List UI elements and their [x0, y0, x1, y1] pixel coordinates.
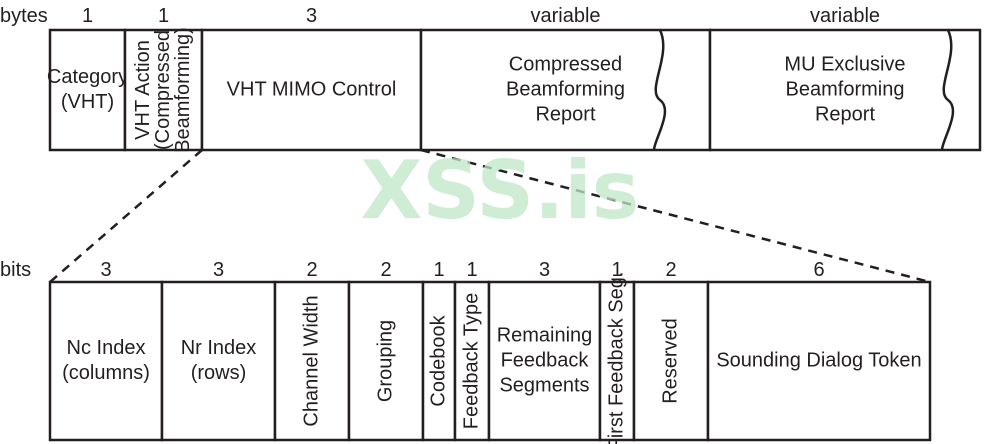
field-label-compressed-beamforming-report: Compressed — [509, 53, 622, 75]
field-box-sounding-dialog-token — [706, 280, 932, 442]
field-label-feedback-type: Feedback Type — [460, 293, 482, 429]
field-box-category-vht — [48, 28, 127, 152]
field-box-reserved — [632, 280, 710, 442]
field-label-vht-mimo-control: VHT MIMO Control — [227, 78, 397, 100]
field-box-channel-width — [273, 280, 351, 442]
field-label-mu-exclusive-beamforming-report: MU Exclusive — [784, 53, 905, 75]
field-label-nc-index-columns: Nc Index — [67, 337, 146, 359]
field-label-vht-action-compressed-beamforming: (Compressed — [152, 30, 174, 150]
field-box-grouping — [347, 280, 425, 442]
field-label-vht-action-compressed-beamforming: VHT Action — [132, 40, 154, 140]
field-size-sounding-dialog-token: 6 — [813, 259, 824, 281]
field-box-nc-index-columns — [48, 280, 164, 442]
field-label-remaining-feedback-segments: Segments — [499, 374, 589, 396]
field-label-nr-index-rows: Nr Index — [181, 337, 257, 359]
watermark: XSS.is — [361, 144, 640, 237]
field-label-codebook: Codebook — [427, 314, 449, 406]
field-box-nr-index-rows — [160, 280, 277, 442]
field-size-nc-index-columns: 3 — [100, 259, 111, 281]
mimo-control-unit-label: bits — [0, 259, 31, 281]
field-size-vht-action-compressed-beamforming: 1 — [158, 5, 169, 27]
field-label-remaining-feedback-segments: Feedback — [501, 349, 590, 371]
field-label-remaining-feedback-segments: Remaining — [497, 324, 593, 346]
field-label-mu-exclusive-beamforming-report: Report — [815, 103, 875, 125]
field-label-nr-index-rows: (rows) — [191, 362, 247, 384]
field-size-codebook: 1 — [433, 259, 444, 281]
field-size-reserved: 2 — [665, 259, 676, 281]
field-label-category-vht: Category — [47, 66, 128, 88]
field-size-nr-index-rows: 3 — [213, 259, 224, 281]
field-box-mu-exclusive-beamforming-report — [708, 28, 982, 152]
field-size-channel-width: 2 — [306, 259, 317, 281]
expansion-line-left — [49, 149, 203, 283]
field-box-feedback-type — [453, 280, 491, 442]
field-box-codebook — [421, 280, 457, 442]
variable-break-line-2 — [940, 29, 955, 151]
field-size-remaining-feedback-segments: 3 — [539, 259, 550, 281]
frame-unit-label: bytes — [0, 5, 48, 27]
field-box-remaining-feedback-segments — [487, 280, 602, 442]
field-size-grouping: 2 — [380, 259, 391, 281]
field-label-nc-index-columns: (columns) — [62, 362, 150, 384]
field-size-category-vht: 1 — [82, 5, 93, 27]
variable-break-line-1 — [652, 29, 667, 151]
mimo-control-row: bits 3 Nc Index (columns) 3 Nr Index (rows) 2Ch… — [0, 259, 932, 444]
field-label-compressed-beamforming-report: Beamforming — [506, 78, 625, 100]
expansion-line-right — [420, 148, 931, 284]
field-label-vht-action-compressed-beamforming: Beamforming) — [172, 27, 194, 153]
field-label-first-feedback-seg: First Feedback Seg. — [605, 272, 627, 444]
field-size-vht-mimo-control: 3 — [306, 5, 317, 27]
field-label-compressed-beamforming-report: Report — [535, 103, 595, 125]
field-label-category-vht: (VHT) — [61, 91, 114, 113]
field-nr-index-rows: 3 Nr Index (rows) — [160, 259, 277, 442]
field-size-mu-exclusive-beamforming-report: variable — [810, 5, 880, 27]
field-size-first-feedback-seg: 1 — [611, 259, 622, 281]
field-label-channel-width: Channel Width — [300, 295, 322, 426]
field-label-grouping: Grouping — [374, 320, 396, 402]
field-box-vht-mimo-control — [200, 28, 423, 152]
field-nc-index-columns: 3 Nc Index (columns) — [48, 259, 164, 442]
field-box-compressed-beamforming-report — [419, 28, 712, 152]
field-label-mu-exclusive-beamforming-report: Beamforming — [786, 78, 905, 100]
field-box-vht-action-compressed-beamforming — [123, 28, 204, 152]
field-size-feedback-type: 1 — [466, 259, 477, 281]
field-label-sounding-dialog-token: Sounding Dialog Token — [716, 349, 921, 371]
field-size-compressed-beamforming-report: variable — [530, 5, 600, 27]
field-label-reserved: Reserved — [659, 318, 681, 404]
